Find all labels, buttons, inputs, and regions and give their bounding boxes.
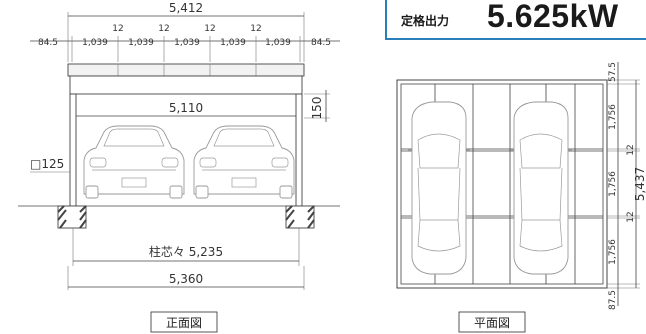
- panel-width-4: 1,039: [220, 38, 246, 48]
- panel-width-3: 1,039: [174, 38, 200, 48]
- gap-3: 12: [204, 24, 215, 34]
- inner-width-label: 5,110: [169, 101, 203, 115]
- post-left: [69, 93, 77, 207]
- plan-gap-1: 12: [626, 144, 636, 155]
- plan-bottom-edge: 87.5: [608, 290, 618, 310]
- panel-width-2: 1,039: [128, 38, 154, 48]
- plan-row-1: 1,756: [608, 104, 618, 130]
- gap-1: 12: [112, 24, 123, 34]
- plan-total: 5,437: [633, 167, 646, 201]
- plan-view-caption-box: [458, 311, 526, 333]
- edge-left-label: 84.5: [38, 38, 58, 48]
- gap-4: 12: [250, 24, 261, 34]
- post-pitch-label: 柱芯々 5,235: [149, 244, 223, 259]
- beam-height-label: 150: [310, 97, 324, 120]
- car-plan-right: [510, 101, 572, 275]
- roof-panel: [67, 63, 305, 77]
- front-view: 5,412 84.5 84.5 1,039 1,039 1,039 1,039 …: [18, 1, 340, 333]
- post-size-label: □125: [30, 157, 64, 171]
- plan-view: 57.5 1,756 1,756 1,756 87.5 12 12 5,437 …: [396, 62, 646, 333]
- car-front-right: [193, 125, 295, 199]
- gap-2: 12: [158, 24, 169, 34]
- panel-width-5: 1,039: [265, 38, 291, 48]
- plan-gap-2: 12: [626, 211, 636, 222]
- plan-row-3: 1,756: [608, 239, 618, 265]
- rated-output-badge: 定格出力 5.625kW: [385, 0, 646, 40]
- post-right: [295, 93, 303, 207]
- panel-width-1: 1,039: [82, 38, 108, 48]
- front-view-caption-box: [150, 311, 218, 333]
- total-width-label: 5,412: [169, 1, 203, 15]
- plan-row-2: 1,756: [608, 171, 618, 197]
- base-width-label: 5,360: [169, 272, 203, 286]
- roof-beam: [69, 75, 303, 95]
- plan-top-edge: 57.5: [608, 62, 618, 82]
- plan-view-caption: 平面図: [474, 316, 510, 330]
- front-view-caption: 正面図: [166, 316, 202, 330]
- car-front-left: [83, 125, 185, 199]
- edge-right-label: 84.5: [311, 38, 331, 48]
- car-plan-left: [408, 101, 470, 275]
- rated-output-label: 定格出力: [401, 14, 450, 28]
- rated-output-value: 5.625kW: [487, 0, 619, 34]
